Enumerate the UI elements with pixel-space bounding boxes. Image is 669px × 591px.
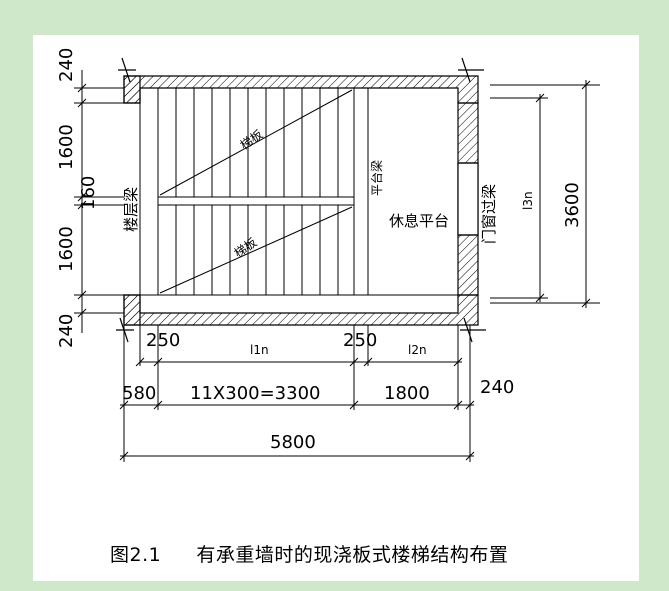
bottom-dimension-values: 250 l1n 250 l2n 580 11X300=3300 1800 240… <box>122 330 514 453</box>
dim-left-240-bottom: 240 <box>56 314 77 348</box>
dim-bottom-250-right: 250 <box>343 330 377 351</box>
window-opening <box>457 162 479 236</box>
right-dimension-values: 3600 l3n <box>521 182 583 228</box>
dim-bottom-l1n: l1n <box>250 343 269 357</box>
walls <box>123 75 479 326</box>
right-dimensions <box>490 80 600 308</box>
treads-upper <box>175 88 339 197</box>
floor-beam-label: 楼层梁 <box>122 187 140 232</box>
flight-label-upper: 梯板 <box>238 127 266 152</box>
dim-right-l3n: l3n <box>521 191 535 210</box>
dim-bottom-1800: 1800 <box>384 383 430 404</box>
bottom-wall <box>123 294 479 326</box>
platform-beam-label: 平台梁 <box>369 160 384 196</box>
figure-caption: 图2.1 有承重墙时的现浇板式楼梯结构布置 <box>110 540 508 567</box>
top-wall <box>123 75 479 104</box>
flight-label-lower: 梯板 <box>232 235 260 260</box>
dim-bottom-240: 240 <box>480 377 514 398</box>
dim-left-1600-top: 1600 <box>56 124 77 170</box>
dim-right-3600: 3600 <box>562 182 583 228</box>
left-dimension-values: 240 1600 160 1600 240 <box>56 48 99 348</box>
flight-diagonal-lower <box>159 206 353 294</box>
left-wall-bottom <box>123 294 141 326</box>
left-dimensions <box>74 70 124 333</box>
flight-divider <box>157 196 355 206</box>
dim-bottom-250-left: 250 <box>146 330 180 351</box>
dim-bottom-l2n: l2n <box>408 343 427 357</box>
stair-flights <box>139 87 459 296</box>
stair-outline <box>139 87 459 296</box>
bottom-dimensions <box>119 325 475 462</box>
figure-number: 图2.1 <box>110 544 162 566</box>
lintel-label: 门窗过梁 <box>480 184 498 244</box>
break-mark-top-left <box>118 57 136 83</box>
treads-lower <box>175 205 339 295</box>
flight-diagonal-upper <box>159 89 353 196</box>
dim-bottom-580: 580 <box>122 383 156 404</box>
break-mark-bottom-right <box>460 317 486 343</box>
break-mark-top-right <box>458 57 484 83</box>
left-wall-top <box>123 75 141 104</box>
figure-title: 有承重墙时的现浇板式楼梯结构布置 <box>196 544 509 566</box>
dim-bottom-total: 5800 <box>270 432 316 453</box>
dim-left-1600-bottom: 1600 <box>56 226 77 272</box>
dim-left-240-top: 240 <box>56 48 77 82</box>
plan-labels: 楼层梁 梯板 梯板 平台梁 休息平台 门窗过梁 <box>122 127 498 260</box>
dim-left-160: 160 <box>78 176 99 210</box>
dim-bottom-3300: 11X300=3300 <box>190 383 320 404</box>
landing-label: 休息平台 <box>389 212 449 230</box>
